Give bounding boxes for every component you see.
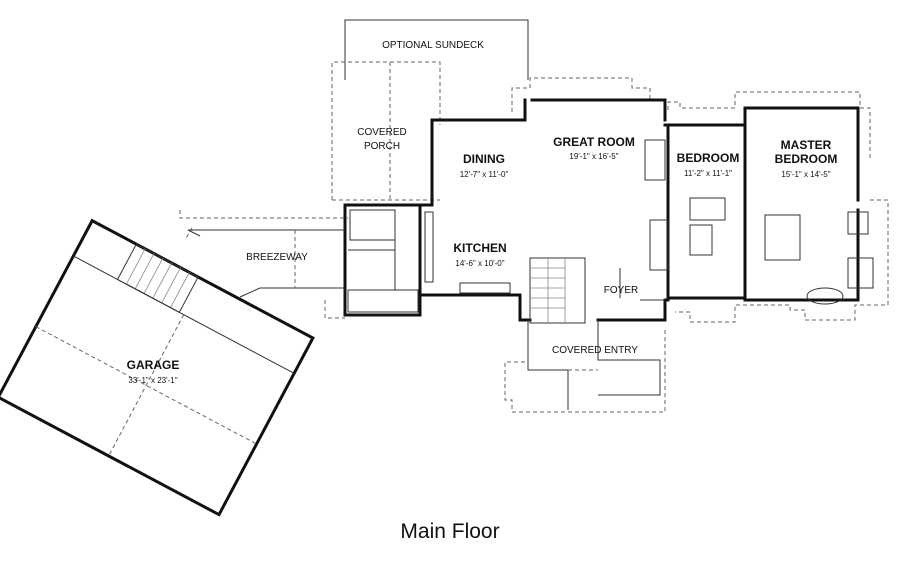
- dining-label: DINING: [463, 152, 505, 166]
- garage-label: GARAGE: [127, 358, 180, 372]
- great-room-label: GREAT ROOM: [553, 135, 635, 149]
- covered-entry-area: [527, 320, 661, 410]
- bedroom-label: BEDROOM: [677, 151, 740, 165]
- great-room-dimensions: 19'-1" x 16'-5": [569, 152, 618, 161]
- main-stairs: [529, 257, 586, 324]
- interior-fixtures: [347, 139, 874, 313]
- bedroom-dimensions: 11'-2" x 11'-1": [684, 169, 732, 178]
- breezeway-label: BREEZEWAY: [246, 252, 308, 263]
- house-walls: [343, 98, 860, 322]
- master-dimensions: 15'-1" x 14'-5": [781, 170, 830, 179]
- kitchen-label: KITCHEN: [453, 241, 506, 255]
- garage-walls: [0, 218, 315, 517]
- sundeck-label: OPTIONAL SUNDECK: [382, 40, 484, 51]
- sundeck-area: [344, 19, 529, 80]
- kitchen-dimensions: 14'-6" x 10'-0": [455, 259, 504, 268]
- master-label-1: MASTER: [781, 138, 832, 152]
- covered-entry-label: COVERED ENTRY: [552, 345, 638, 356]
- porch-label-2: PORCH: [364, 141, 400, 152]
- breezeway-area: [187, 229, 345, 298]
- foyer-label: FOYER: [604, 285, 638, 296]
- garage-dimensions: 33'-1" x 23'-1": [128, 376, 177, 385]
- master-label-2: BEDROOM: [775, 152, 838, 166]
- porch-label-1: COVERED: [357, 127, 406, 138]
- covered-porch-area: [331, 61, 441, 201]
- floor-caption: Main Floor: [400, 520, 500, 543]
- roof-outline: [179, 77, 889, 413]
- dining-dimensions: 12'-7" x 11'-0": [460, 170, 509, 179]
